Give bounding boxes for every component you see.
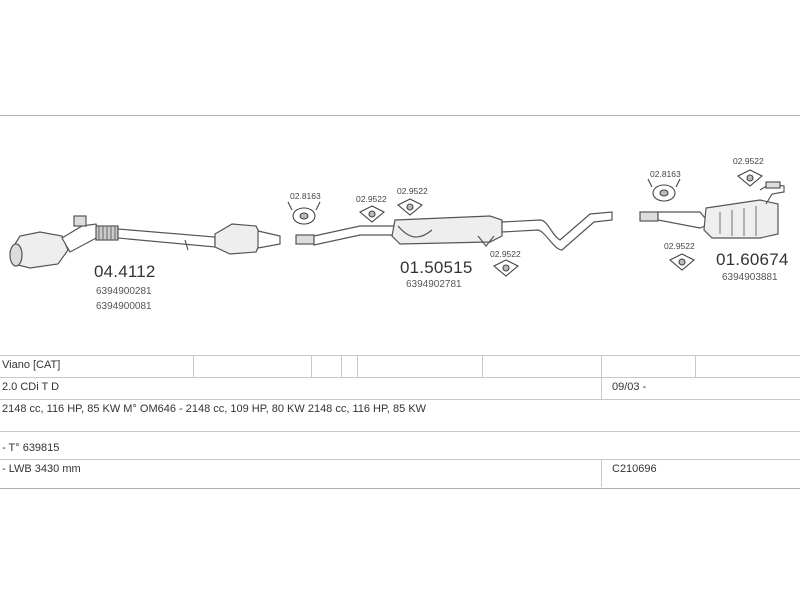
part-number: 01.50515: [400, 258, 473, 277]
part-number-label: 02.9522: [356, 194, 387, 204]
part-number-label: 02.8163: [290, 191, 321, 201]
note: - T° 639815: [2, 442, 60, 454]
engine-type: 2.0 CDi T D: [2, 381, 60, 393]
part-number: 04.4112: [94, 262, 156, 281]
note: - LWB 3430 mm: [2, 463, 81, 475]
clamp-icon[interactable]: [287, 201, 321, 225]
part-number-label: 02.8163: [650, 169, 681, 179]
table-row: Viano [CAT]: [0, 355, 800, 378]
oem-number: 6394900281: [96, 286, 152, 297]
production-date: 09/03 -: [612, 381, 647, 393]
catalog-code: C210696: [612, 463, 657, 475]
oem-number: 6394902781: [406, 279, 462, 290]
exhaust-diagram: 02.8163 02.9522 02.9522 02.9522 02.8163 …: [9, 156, 785, 277]
diagram-frame: [0, 115, 800, 489]
gasket-icon[interactable]: [397, 198, 423, 216]
oem-number: 6394900081: [96, 301, 152, 312]
gasket-icon[interactable]: [359, 205, 385, 223]
part-number-label: 02.9522: [664, 241, 695, 251]
clamp-icon[interactable]: [647, 178, 681, 202]
gasket-icon[interactable]: [737, 169, 763, 187]
part-number-label: 02.9522: [397, 186, 428, 196]
engine-specs: 2148 cc, 116 HP, 85 KW M° OM646 - 2148 c…: [2, 403, 427, 415]
table-row: 2.0 CDi T D 09/03 -: [0, 377, 800, 400]
oem-number: 6394903881: [722, 272, 778, 283]
gasket-icon[interactable]: [669, 253, 695, 271]
vehicle-model: Viano [CAT]: [2, 359, 61, 371]
table-row: - T° 639815: [0, 431, 800, 460]
middle-silencer-assembly[interactable]: [295, 211, 613, 251]
part-number: 01.60674: [716, 250, 789, 269]
gasket-icon[interactable]: [493, 259, 519, 277]
part-number-label: 02.9522: [733, 156, 764, 166]
rear-silencer-assembly[interactable]: [639, 181, 785, 239]
table-row: - LWB 3430 mm C210696: [0, 459, 800, 488]
table-row: 2148 cc, 116 HP, 85 KW M° OM646 - 2148 c…: [0, 399, 800, 432]
catalytic-converter-assembly[interactable]: [9, 215, 281, 269]
part-number-label: 02.9522: [490, 249, 521, 259]
